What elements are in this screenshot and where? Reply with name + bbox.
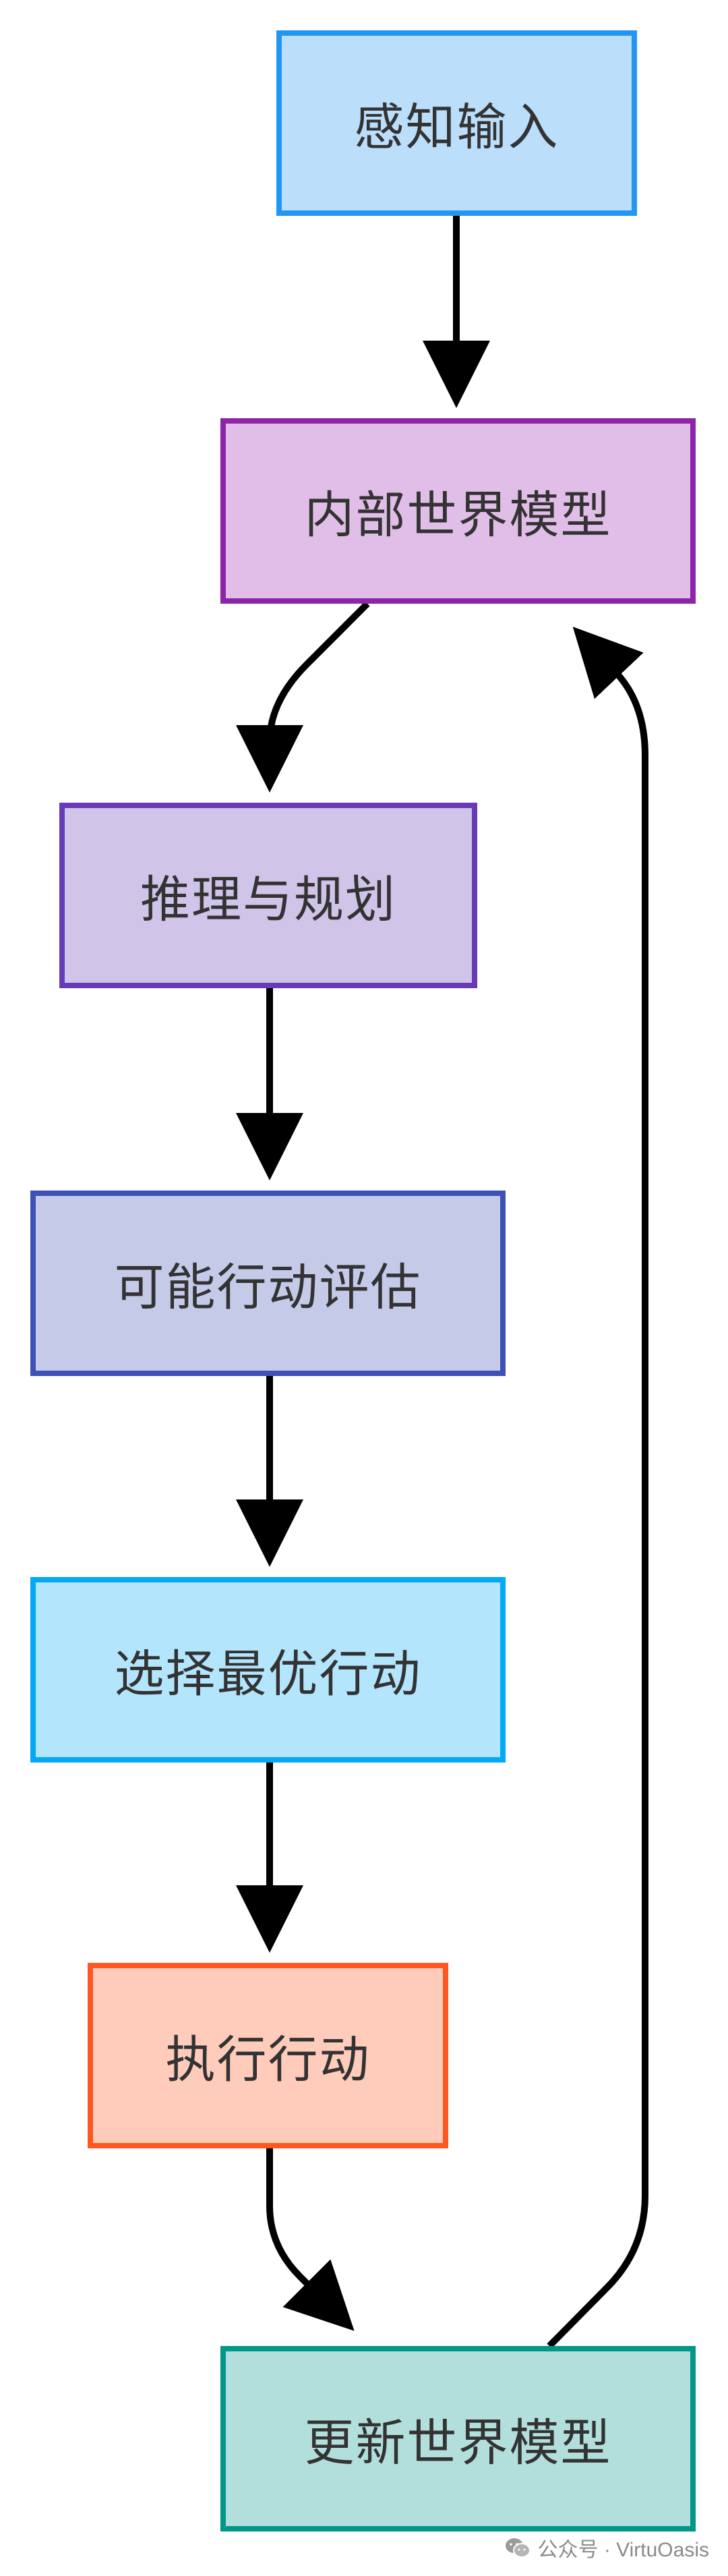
node-label: 内部世界模型 xyxy=(304,486,612,544)
node-execute-action: 执行行动 xyxy=(88,1963,448,2148)
edge-update-to-world-model xyxy=(547,627,648,2349)
node-label: 推理与规划 xyxy=(140,871,396,929)
node-label: 更新世界模型 xyxy=(304,2414,612,2472)
node-reasoning-planning: 推理与规划 xyxy=(59,803,477,988)
node-internal-world-model: 内部世界模型 xyxy=(220,418,696,604)
wechat-icon xyxy=(505,2538,530,2558)
watermark: 公众号 · VirtuOasis xyxy=(504,2533,710,2563)
node-label: 感知输入 xyxy=(354,98,559,156)
edge-world-model-to-reasoning xyxy=(236,601,370,793)
node-action-evaluation: 可能行动评估 xyxy=(30,1191,506,1376)
watermark-text: 公众号 · VirtuOasis xyxy=(537,2539,710,2561)
node-label: 选择最优行动 xyxy=(114,1645,422,1703)
edge-execute-to-update xyxy=(266,2148,355,2331)
node-label: 执行行动 xyxy=(165,2031,371,2089)
node-update-world-model: 更新世界模型 xyxy=(220,2346,696,2531)
node-label: 可能行动评估 xyxy=(114,1259,422,1317)
node-select-best-action: 选择最优行动 xyxy=(30,1577,506,1763)
node-perception-input: 感知输入 xyxy=(276,30,637,216)
